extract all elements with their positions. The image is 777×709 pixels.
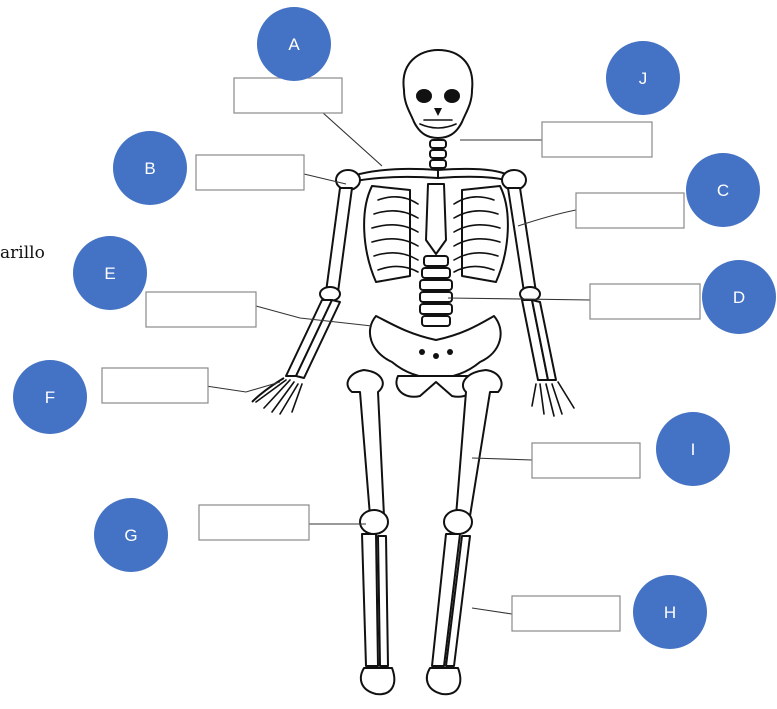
skull [403, 50, 472, 138]
leader-line-h [472, 608, 512, 614]
left-leg [348, 370, 395, 694]
label-letter-a: A [288, 35, 300, 54]
label-marker-f: F [13, 360, 87, 434]
answer-box-a[interactable] [234, 78, 342, 113]
answer-box-e[interactable] [146, 292, 256, 327]
answer-box-j[interactable] [542, 122, 652, 157]
spine [420, 256, 452, 326]
answer-box-g[interactable] [199, 505, 309, 540]
label-letter-i: I [691, 440, 696, 459]
leader-line-c [518, 210, 576, 226]
leader-line-a [322, 112, 382, 166]
label-marker-h: H [633, 575, 707, 649]
left-arm [252, 188, 352, 414]
label-letter-g: G [124, 526, 137, 545]
answer-box-b[interactable] [196, 155, 304, 190]
right-arm [508, 188, 574, 416]
label-marker-e: E [73, 236, 147, 310]
label-letter-h: H [664, 603, 676, 622]
label-marker-i: I [656, 412, 730, 486]
label-letter-f: F [45, 388, 55, 407]
label-marker-a: A [257, 7, 331, 81]
label-marker-j: J [606, 41, 680, 115]
label-letter-d: D [733, 288, 745, 307]
answer-box-h[interactable] [512, 596, 620, 631]
label-marker-d: D [702, 260, 776, 334]
leader-line-i [472, 458, 532, 460]
label-letter-c: C [717, 181, 729, 200]
label-letter-b: B [144, 159, 155, 178]
answer-box-i[interactable] [532, 443, 640, 478]
answer-box-f[interactable] [102, 368, 208, 403]
label-marker-c: C [686, 153, 760, 227]
label-marker-g: G [94, 498, 168, 572]
right-leg [427, 370, 502, 694]
leader-line-d [448, 298, 590, 300]
label-letter-j: J [639, 69, 648, 88]
answer-box-c[interactable] [576, 193, 684, 228]
label-letter-e: E [104, 264, 115, 283]
answer-box-d[interactable] [590, 284, 700, 319]
label-marker-b: B [113, 131, 187, 205]
